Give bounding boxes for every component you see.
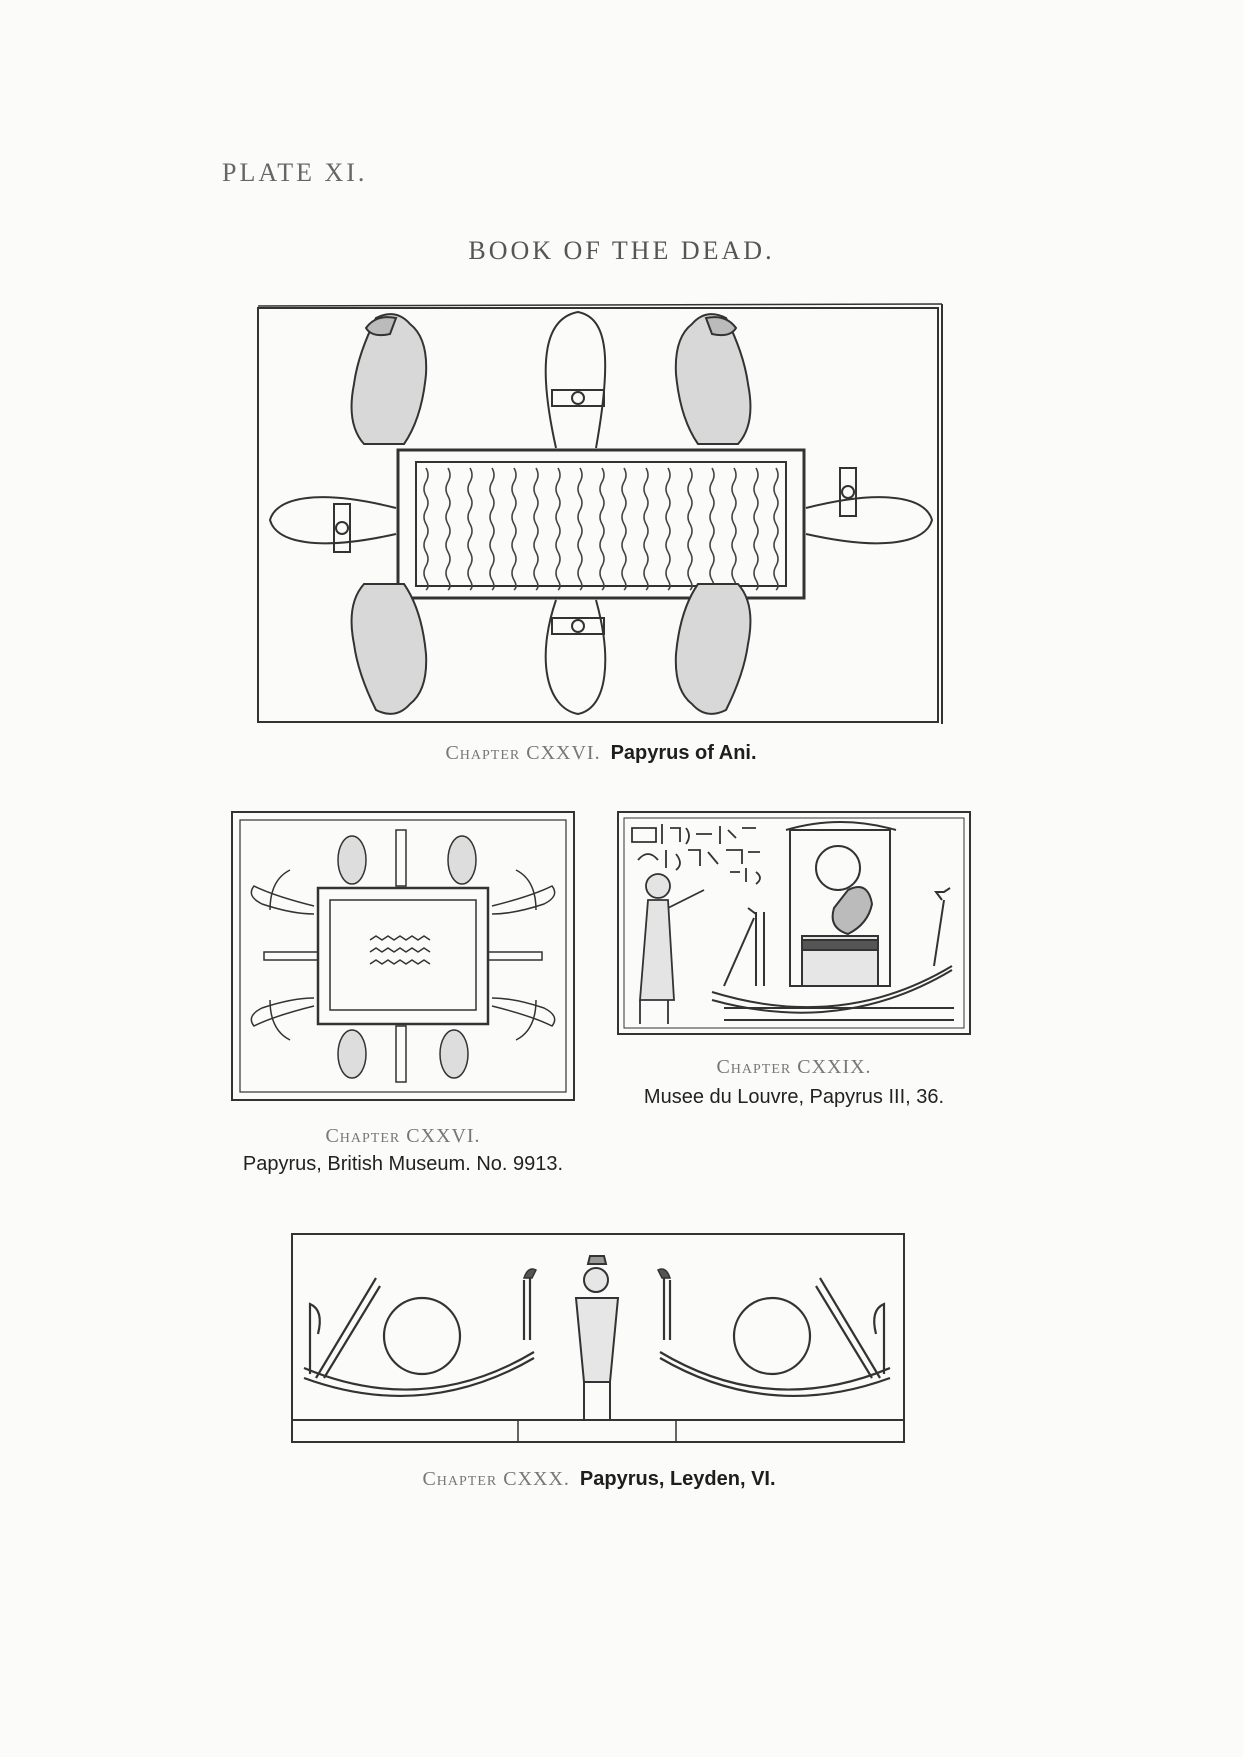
water-pattern — [369, 935, 431, 965]
baboon-icon — [337, 835, 477, 1079]
chapter-label: Chapter CXXIX. — [716, 1056, 872, 1078]
solar-boat-icon — [711, 887, 954, 1021]
source-label: Papyrus, Leyden, VI. — [579, 1468, 776, 1490]
caption-ani: Chapter CXXVI. Papyrus of Ani. — [256, 742, 946, 765]
caption-british-museum: Chapter CXXVI. Papyrus, British Museum. … — [200, 1122, 606, 1178]
source-label: Musee du Louvre, Papyrus III, 36. — [643, 1086, 945, 1108]
hieroglyph-inscription — [631, 824, 761, 885]
figure-ani-vignette — [256, 298, 946, 730]
water-pattern — [423, 467, 779, 591]
chapter-label: Chapter CXXVI. — [445, 742, 601, 764]
bird-icon — [522, 1268, 672, 1279]
two-solar-boats-illustration — [291, 1233, 905, 1443]
deceased-figure-icon — [574, 1255, 620, 1420]
chapter-label: Chapter CXXX. — [422, 1468, 570, 1490]
deceased-figure-icon — [639, 873, 705, 1024]
figure-british-museum-vignette — [230, 810, 576, 1102]
chapter-label: Chapter CXXVI. — [325, 1125, 481, 1147]
shrine-icon — [785, 821, 897, 987]
source-label: Papyrus, British Museum. No. 9913. — [242, 1153, 564, 1175]
source-label: Papyrus of Ani. — [610, 742, 757, 764]
lake-of-fire-illustration — [257, 303, 943, 724]
baboon-icon — [350, 313, 752, 715]
figure-leyden-vignette — [290, 1228, 908, 1448]
plate-number: PLATE XI. — [222, 158, 368, 187]
torch-icon — [268, 310, 934, 716]
caption-leyden: Chapter CXXX. Papyrus, Leyden, VI. — [290, 1468, 908, 1491]
lake-of-fire-simple-illustration — [231, 811, 575, 1101]
torch-icon — [250, 829, 556, 1083]
solar-boat-icon — [303, 1276, 891, 1397]
plate-title: BOOK OF THE DEAD. — [468, 236, 775, 265]
solar-boat-illustration — [617, 811, 971, 1035]
figure-louvre-vignette — [616, 810, 972, 1036]
caption-louvre: Chapter CXXIX. Musee du Louvre, Papyrus … — [600, 1052, 988, 1112]
